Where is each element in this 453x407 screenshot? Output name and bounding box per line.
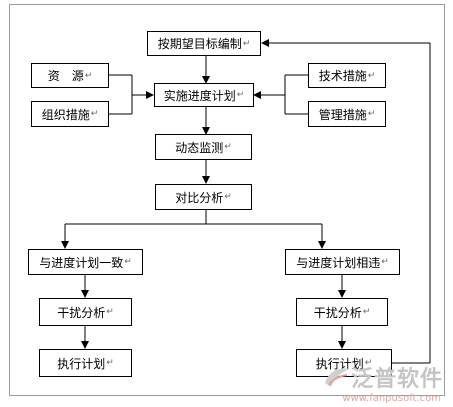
- node-label: 技术措施: [318, 69, 367, 83]
- paragraph-mark-icon: ↵: [381, 257, 389, 267]
- node-label: 管理措施: [318, 107, 367, 122]
- paragraph-mark-icon: ↵: [224, 192, 232, 202]
- watermark: 泛普软件: [323, 361, 443, 393]
- paragraph-mark-icon: ↵: [124, 257, 132, 267]
- node-label: 与进度计划一致: [39, 255, 124, 270]
- paragraph-mark-icon: ↵: [84, 70, 93, 81]
- diagram-frame: [9, 4, 445, 396]
- node-consistent: 与进度计划一致↵: [28, 249, 143, 275]
- node-target-plan: 按期望目标编制↵: [147, 31, 261, 56]
- node-label: 执行计划: [315, 356, 364, 371]
- node-label: 实施进度计划: [163, 88, 236, 103]
- node-organization: 组织措施↵: [31, 101, 109, 127]
- paragraph-mark-icon: ↵: [236, 90, 245, 100]
- node-resources: 资 源↵: [31, 63, 109, 88]
- paragraph-mark-icon: ↵: [362, 307, 371, 317]
- paragraph-mark-icon: ↵: [367, 70, 376, 81]
- node-interfere-left: 干扰分析↵: [39, 298, 132, 326]
- node-label: 对比分析: [175, 190, 224, 205]
- brand-logo-icon: [324, 368, 349, 387]
- paragraph-mark-icon: ↵: [367, 109, 376, 119]
- node-label: 执行计划: [57, 356, 106, 371]
- node-label: 干扰分析: [313, 305, 362, 320]
- paragraph-mark-icon: ↵: [90, 109, 99, 119]
- node-tech-measures: 技术措施↵: [308, 63, 386, 88]
- node-dynamic-monitor: 动态监测↵: [155, 134, 252, 160]
- node-implement-plan: 实施进度计划↵: [154, 83, 254, 107]
- paragraph-mark-icon: ↵: [106, 358, 114, 368]
- paragraph-mark-icon: ↵: [242, 38, 251, 49]
- watermark-brand: 泛普软件: [350, 367, 443, 392]
- node-label: 动态监测: [175, 140, 224, 155]
- paragraph-mark-icon: ↵: [106, 307, 114, 317]
- node-mgmt-measures: 管理措施↵: [308, 101, 386, 127]
- node-execute-left: 执行计划↵: [39, 349, 132, 377]
- node-interfere-right: 干扰分析↵: [296, 298, 388, 326]
- node-label: 与进度计划相违: [296, 255, 381, 270]
- paragraph-mark-icon: ↵: [224, 142, 232, 152]
- node-compare-analysis: 对比分析↵: [155, 184, 252, 210]
- node-label: 资 源: [47, 69, 84, 83]
- node-label: 组织措施: [41, 107, 90, 122]
- watermark-url: www.fanpusoft.com: [342, 393, 441, 404]
- node-deviate: 与进度计划相违↵: [285, 249, 400, 275]
- node-label: 按期望目标编制: [157, 37, 242, 51]
- node-execute-right: 执行计划↵: [296, 349, 392, 377]
- paragraph-mark-icon: ↵: [364, 358, 373, 368]
- node-label: 干扰分析: [57, 305, 106, 320]
